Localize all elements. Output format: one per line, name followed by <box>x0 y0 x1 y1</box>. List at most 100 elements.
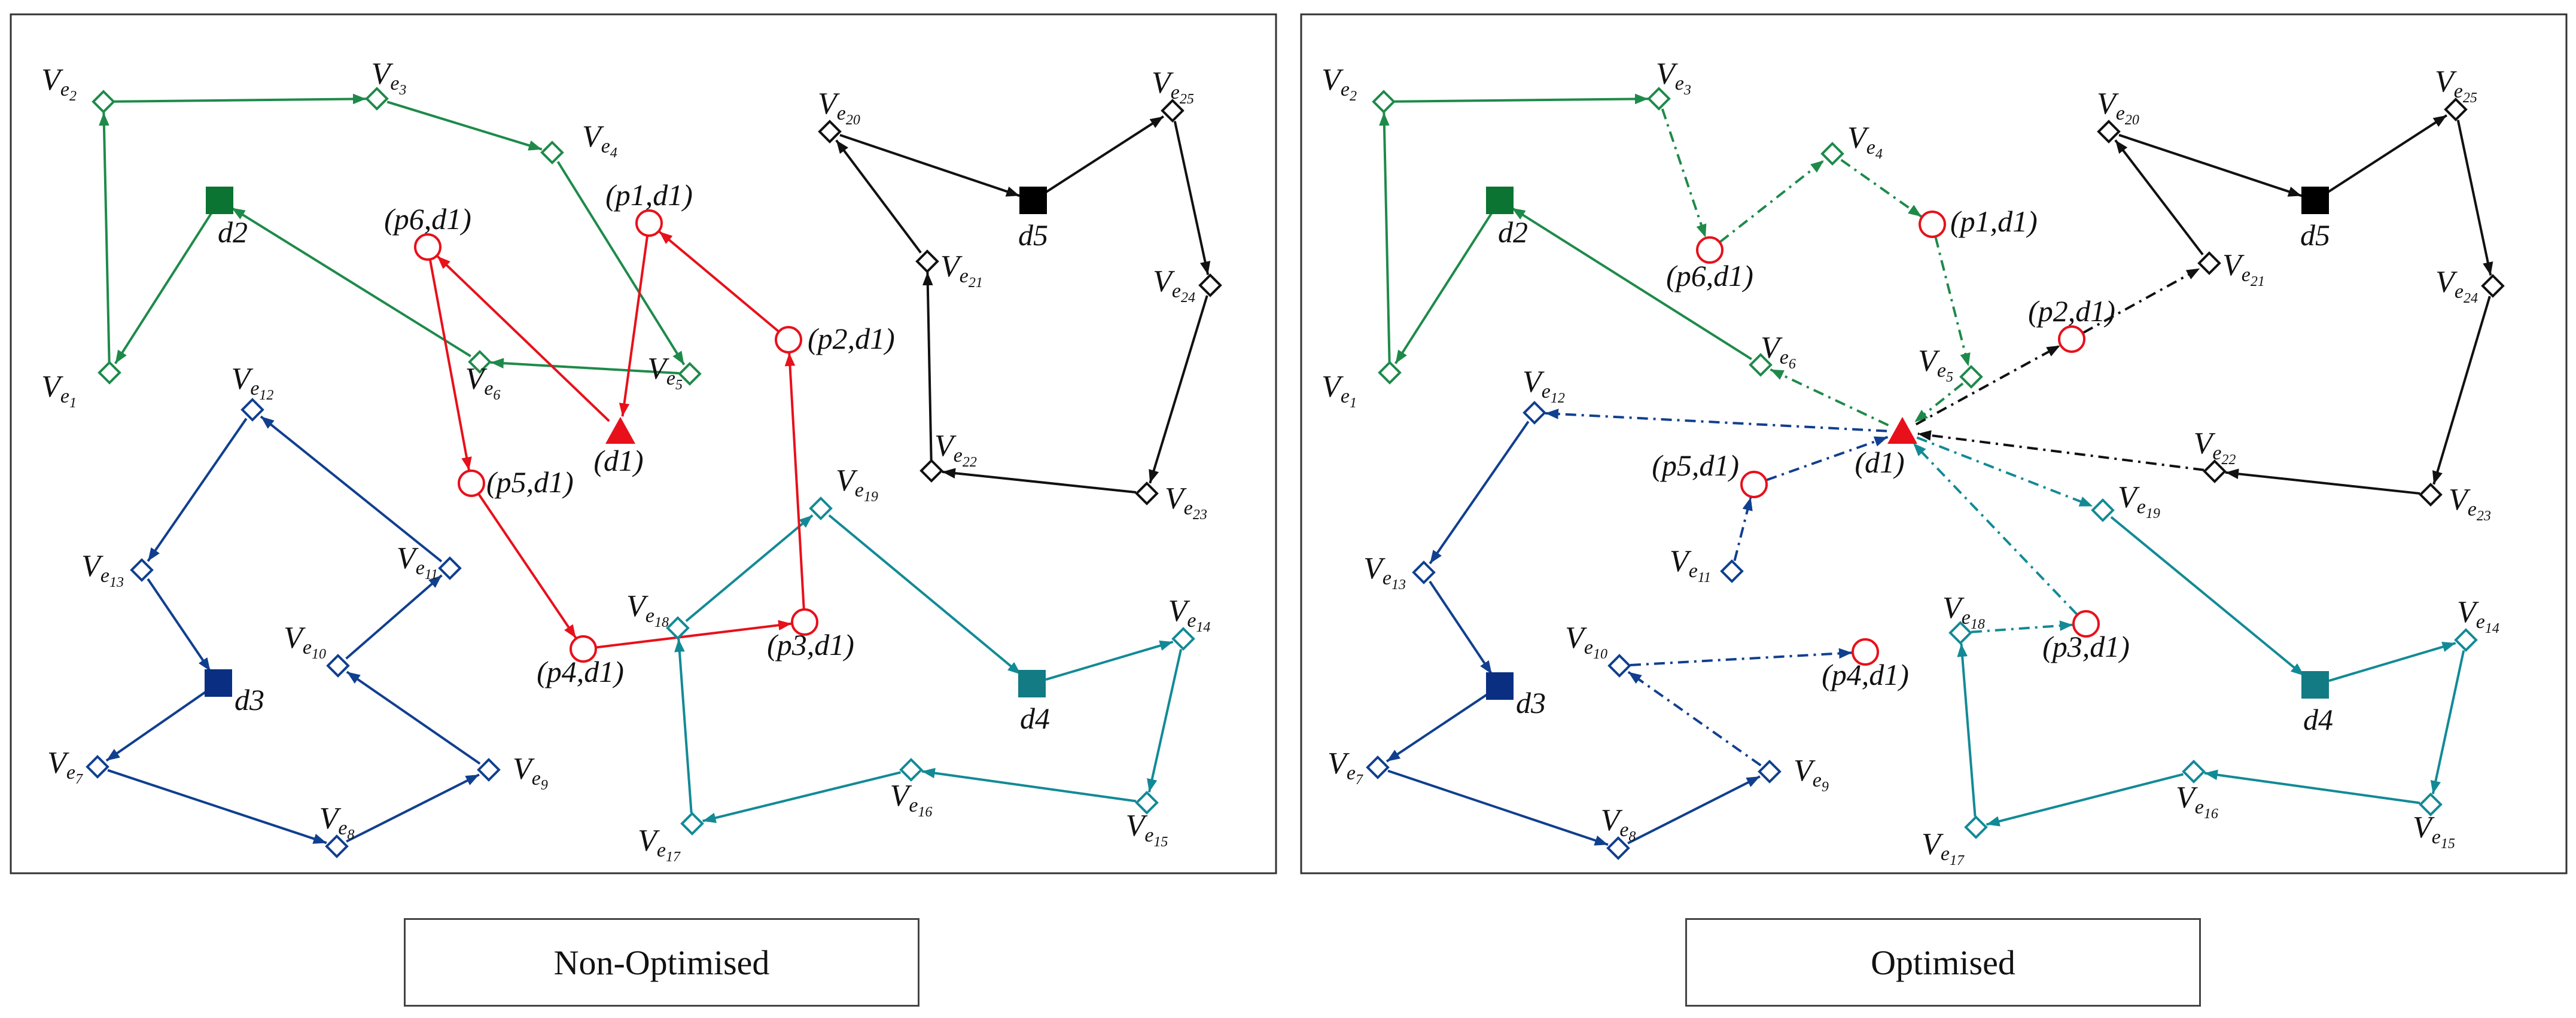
vertex-Ve15-label: Ve15 <box>1126 809 1168 850</box>
edge-Ve24-Ve23 <box>1149 295 1208 484</box>
vertex-Ve1-label: Ve1 <box>1322 370 1357 411</box>
pickup-p4-label: (p4,d1) <box>1822 658 1909 691</box>
pickup-p2-circle <box>2058 325 2085 353</box>
pickup-p6-label: (p6,d1) <box>1666 259 1753 292</box>
edge-Ve23-Ve22 <box>942 468 1137 494</box>
edge-Ve4-Ve5 <box>556 161 686 365</box>
edge-Ve20-d5 <box>2118 133 2302 197</box>
vertex-Ve25-diamond <box>1161 99 1185 123</box>
depot-d1-marker <box>1887 417 1917 444</box>
vertex-Ve19-diamond <box>809 496 833 520</box>
depot-d4-label: d4 <box>2303 703 2333 736</box>
depot-d2-marker <box>206 187 233 214</box>
edge-Ve14-Ve15 <box>1147 649 1183 793</box>
edge-Ve13-d3 <box>1429 580 1493 675</box>
vertex-Ve5-label: Ve5 <box>1918 344 1953 385</box>
depot-d2-label: d2 <box>1498 215 1528 249</box>
vertex-Ve19-label: Ve19 <box>836 464 878 505</box>
vertex-Ve9-label: Ve9 <box>1794 754 1829 795</box>
depot-d1-marker <box>605 417 635 444</box>
edge-Ve19-d4 <box>828 514 1022 676</box>
edge-Ve15-Ve16 <box>2204 769 2420 804</box>
depot-d5-label: d5 <box>2300 218 2330 252</box>
edge-Ve2-Ve3 <box>114 93 367 105</box>
caption-optimised-text: Optimised <box>1871 943 2015 982</box>
pickup-p5-label: (p5,d1) <box>486 465 574 499</box>
vertex-Ve9-diamond <box>1758 760 1782 784</box>
edge-d3-Ve7 <box>105 690 208 762</box>
pickup-p1-label: (p1,d1) <box>1950 205 2038 238</box>
vertex-Ve23-label: Ve23 <box>2449 483 2491 524</box>
edge-Ve21-Ve20 <box>2114 139 2204 255</box>
vertex-Ve4-diamond <box>540 141 564 164</box>
vertex-Ve10-diamond <box>326 654 350 678</box>
edge-p5-p4 <box>477 493 577 639</box>
vertex-Ve5-diamond <box>678 362 702 386</box>
vertex-Ve14-diamond <box>1171 627 1195 651</box>
edge-d3-Ve7 <box>1386 693 1489 763</box>
vertex-Ve22-diamond <box>919 459 943 483</box>
vertex-Ve10-label: Ve10 <box>284 621 326 662</box>
vertex-Ve9-diamond <box>477 758 501 782</box>
edge-Ve17-Ve18 <box>674 638 693 813</box>
edge-p6-p5 <box>429 260 472 471</box>
edge-d2-Ve1 <box>114 212 213 364</box>
vertex-Ve6-diamond <box>468 350 492 374</box>
edge-d5-Ve25 <box>1045 115 1164 194</box>
edge-p3-p2 <box>784 352 805 609</box>
edge-Ve5-d1 <box>1914 382 1964 423</box>
pickup-p2-label: (p2,d1) <box>2028 294 2115 328</box>
vertex-Ve15-diamond <box>1135 791 1159 815</box>
vertex-Ve17-label: Ve17 <box>1922 827 1965 868</box>
depot-d3-marker <box>1486 672 1514 700</box>
vertex-Ve21-label: Ve21 <box>2222 248 2265 289</box>
edge-Ve10-p4 <box>1630 648 1853 666</box>
vertex-Ve11-label: Ve11 <box>1670 544 1711 586</box>
vertex-Ve3-diamond <box>365 87 389 111</box>
pickup-p4-circle <box>570 635 597 663</box>
edge-Ve18-Ve19 <box>685 514 814 622</box>
edge-Ve11-Ve12 <box>260 415 443 563</box>
edge-Ve16-Ve17 <box>1986 773 2184 827</box>
vertex-Ve20-diamond <box>2097 120 2121 144</box>
vertex-Ve1-diamond <box>1378 361 1402 385</box>
edge-Ve1-Ve2 <box>99 112 111 362</box>
depot-d3-label: d3 <box>1516 686 1546 720</box>
panel-non-optimised: Ve1Ve2Ve3Ve4Ve5Ve6Ve7Ve8Ve9Ve10Ve11Ve12V… <box>41 57 1222 865</box>
edge-d4-Ve14 <box>1045 640 1174 681</box>
depot-d2-marker <box>1486 187 1514 214</box>
pickup-p4-label: (p4,d1) <box>537 655 624 688</box>
edge-Ve8-Ve9 <box>346 773 480 843</box>
edge-Ve16-Ve17 <box>702 771 901 823</box>
edge-Ve15-Ve16 <box>921 767 1137 803</box>
depot-d5-marker <box>2301 187 2329 214</box>
edge-d2-Ve1 <box>1394 212 1493 364</box>
edge-p1-Ve5 <box>1934 236 1971 367</box>
edge-Ve22-Ve21 <box>922 272 933 461</box>
edge-Ve1-Ve2 <box>1379 112 1391 362</box>
edge-Ve11-p5 <box>1733 496 1753 562</box>
edge-Ve9-Ve10 <box>346 670 481 765</box>
edge-Ve8-Ve9 <box>1627 775 1761 845</box>
depot-d3-label: d3 <box>235 683 264 717</box>
edge-d1-Ve6 <box>1770 368 1889 426</box>
vertex-Ve10-diamond <box>1607 654 1631 678</box>
edge-Ve21-Ve20 <box>835 139 922 254</box>
vertex-Ve1-diamond <box>98 361 121 385</box>
panel-frame-non-optimised <box>10 13 1277 874</box>
vertex-Ve24-label: Ve24 <box>2435 265 2478 306</box>
vertex-Ve5-diamond <box>1959 365 1983 389</box>
edge-p6-Ve4 <box>1719 159 1825 243</box>
vertex-Ve14-label: Ve14 <box>2457 595 2499 636</box>
vertex-Ve20-label: Ve20 <box>2097 87 2139 128</box>
edge-Ve3-Ve4 <box>386 100 543 151</box>
edge-Ve13-d3 <box>147 578 212 672</box>
pickup-p1-circle <box>635 209 663 237</box>
edge-Ve12-Ve13 <box>147 417 248 562</box>
vertex-Ve18-diamond <box>1948 621 1972 645</box>
vertex-Ve7-diamond <box>86 755 109 779</box>
vertex-Ve14-label: Ve14 <box>1168 594 1211 635</box>
edge-Ve9-Ve10 <box>1627 670 1762 767</box>
vertex-Ve18-label: Ve18 <box>626 589 669 630</box>
